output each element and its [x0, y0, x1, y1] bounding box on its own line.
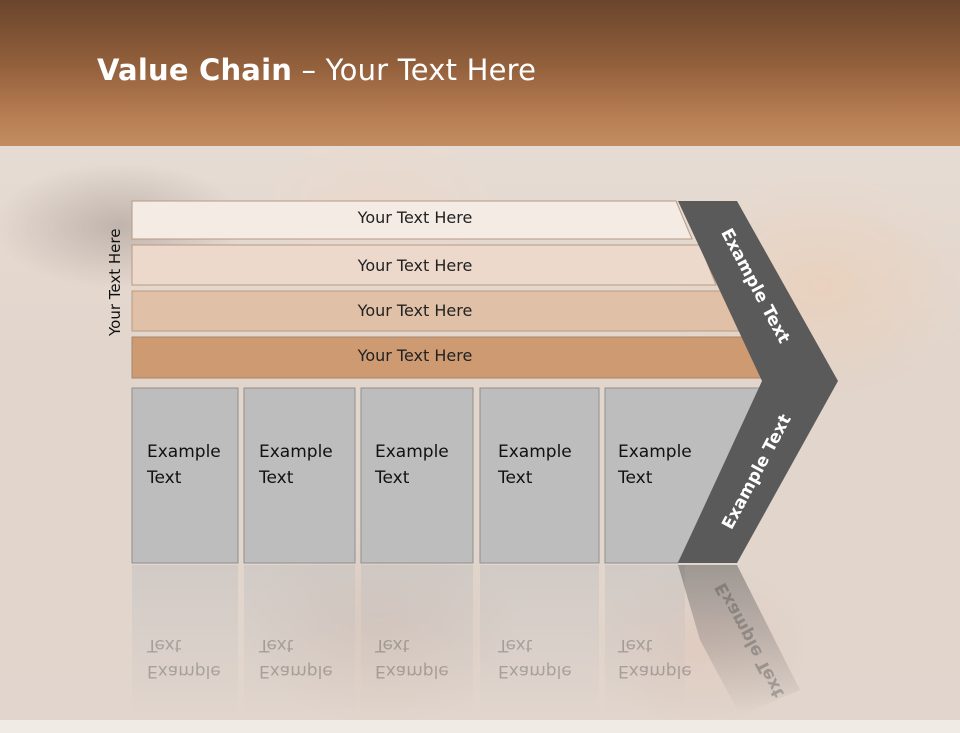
box-3-line1: Example — [375, 442, 449, 462]
box-1-reflect-line2: Text — [147, 635, 182, 655]
title-banner — [0, 0, 960, 146]
box-4-reflection — [480, 565, 599, 715]
box-5-label-reflection: Example Text — [618, 632, 692, 684]
box-1-label: Example Text — [147, 439, 221, 491]
bar-1-label: Your Text Here — [357, 208, 473, 227]
bar-1 — [131, 200, 693, 240]
bar-3-label: Your Text Here — [357, 301, 473, 320]
slide-title: Value Chain – Your Text Here — [97, 53, 536, 87]
box-1 — [131, 387, 239, 564]
box-2-reflect-line2: Text — [259, 635, 294, 655]
box-2-line2: Text — [259, 468, 294, 488]
box-2-reflection — [244, 565, 355, 715]
box-3 — [360, 387, 474, 564]
box-4-line2: Text — [498, 468, 533, 488]
box-3-reflection — [361, 565, 473, 715]
box-1-line2: Text — [147, 468, 182, 488]
box-2-label-reflection: Example Text — [259, 632, 333, 684]
box-3-line2: Text — [375, 468, 410, 488]
box-4-label: Example Text — [498, 439, 572, 491]
bar-2 — [131, 244, 717, 286]
chevron-arrow — [678, 201, 838, 563]
box-5-reflect-line2: Text — [618, 635, 653, 655]
box-2-line1: Example — [259, 442, 333, 462]
slide-title-bold: Value Chain — [97, 53, 293, 87]
box-3-reflect-line1: Example — [375, 661, 449, 681]
chevron-arrow-reflection — [678, 565, 800, 715]
box-1-line1: Example — [147, 442, 221, 462]
box-4-reflect-line1: Example — [498, 661, 572, 681]
box-3-reflect-line2: Text — [375, 635, 410, 655]
box-4-line1: Example — [498, 442, 572, 462]
box-5-reflection — [605, 565, 685, 715]
box-4-reflect-line2: Text — [498, 635, 533, 655]
box-5-label: Example Text — [618, 439, 692, 491]
bar-4-label: Your Text Here — [357, 346, 473, 365]
box-4 — [479, 387, 600, 564]
bar-2-label: Your Text Here — [357, 256, 473, 275]
box-3-label-reflection: Example Text — [375, 632, 449, 684]
box-5-reflect-line1: Example — [618, 661, 692, 681]
slide-title-rest: – Your Text Here — [292, 53, 537, 87]
box-3-label: Example Text — [375, 439, 449, 491]
box-4-label-reflection: Example Text — [498, 632, 572, 684]
box-1-label-reflection: Example Text — [147, 632, 221, 684]
box-2-label: Example Text — [259, 439, 333, 491]
box-1-reflect-line1: Example — [147, 661, 221, 681]
box-2 — [243, 387, 356, 564]
box-2-reflect-line1: Example — [259, 661, 333, 681]
box-5-line1: Example — [618, 442, 692, 462]
box-1-reflection — [132, 565, 238, 715]
box-5-line2: Text — [618, 468, 653, 488]
